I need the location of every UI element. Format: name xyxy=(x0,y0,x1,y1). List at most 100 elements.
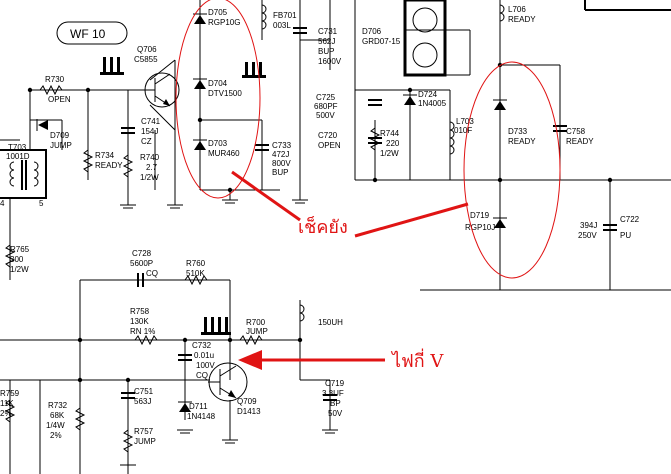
svg-text:R760: R760 xyxy=(186,259,206,268)
svg-text:R740: R740 xyxy=(140,153,160,162)
svg-text:D733: D733 xyxy=(508,127,528,136)
svg-text:D703: D703 xyxy=(208,139,228,148)
red-annotations: เช็คยัง ไฟกี่ V xyxy=(175,0,561,372)
svg-text:T703: T703 xyxy=(8,143,27,152)
svg-text:READY: READY xyxy=(508,137,536,146)
diode-symbol xyxy=(36,13,507,412)
svg-text:C758: C758 xyxy=(566,127,586,136)
svg-text:010F: 010F xyxy=(454,126,472,135)
svg-text:JUMP: JUMP xyxy=(50,141,72,150)
svg-text:D724: D724 xyxy=(418,90,438,99)
svg-text:D704: D704 xyxy=(208,79,228,88)
svg-text:68K: 68K xyxy=(50,411,65,420)
resistor-symbol xyxy=(4,84,381,453)
svg-text:100V: 100V xyxy=(196,361,215,370)
svg-text:BP: BP xyxy=(330,399,341,408)
svg-text:WF 10: WF 10 xyxy=(70,27,106,41)
svg-text:4: 4 xyxy=(0,199,5,208)
svg-text:562J: 562J xyxy=(318,37,335,46)
svg-text:PU: PU xyxy=(620,231,631,240)
svg-text:C720: C720 xyxy=(318,131,338,140)
svg-text:5: 5 xyxy=(39,199,44,208)
svg-text:130K: 130K xyxy=(130,317,149,326)
ground-symbol xyxy=(120,199,338,466)
highlight-ellipse xyxy=(175,0,261,199)
transistor-q709 xyxy=(208,362,248,402)
heatsink-symbol xyxy=(242,62,266,78)
svg-text:11K: 11K xyxy=(0,399,14,408)
svg-text:R759: R759 xyxy=(0,389,20,398)
arrow-head-icon xyxy=(238,350,262,370)
svg-text:CZ: CZ xyxy=(141,137,152,146)
svg-text:0.01u: 0.01u xyxy=(194,351,214,360)
svg-text:1N4148: 1N4148 xyxy=(187,412,216,421)
svg-text:220: 220 xyxy=(386,139,400,148)
svg-text:D706: D706 xyxy=(362,27,382,36)
svg-text:C733: C733 xyxy=(272,141,292,150)
svg-text:D1413: D1413 xyxy=(237,407,261,416)
svg-text:R758: R758 xyxy=(130,307,150,316)
svg-text:D709: D709 xyxy=(50,131,70,140)
svg-text:50V: 50V xyxy=(328,409,343,418)
hv-diode-d706 xyxy=(403,0,447,77)
svg-text:C5855: C5855 xyxy=(134,55,158,64)
svg-text:R730: R730 xyxy=(45,75,65,84)
svg-text:R734: R734 xyxy=(95,151,115,160)
svg-text:JUMP: JUMP xyxy=(246,327,268,336)
heatsink-symbol xyxy=(201,317,231,335)
svg-text:R757: R757 xyxy=(134,427,154,436)
svg-text:READY: READY xyxy=(95,161,123,170)
svg-text:680PF: 680PF xyxy=(314,102,338,111)
capacitor-symbol xyxy=(121,27,617,401)
svg-text:2%: 2% xyxy=(0,409,12,418)
svg-text:800V: 800V xyxy=(272,159,291,168)
svg-text:R744: R744 xyxy=(380,129,400,138)
svg-text:1/2W: 1/2W xyxy=(10,265,29,274)
svg-text:L706: L706 xyxy=(508,5,526,14)
svg-text:OPEN: OPEN xyxy=(318,141,341,150)
svg-text:C719: C719 xyxy=(325,379,345,388)
svg-text:C722: C722 xyxy=(620,215,640,224)
svg-text:C751: C751 xyxy=(134,387,154,396)
svg-text:300: 300 xyxy=(10,255,24,264)
svg-text:154J: 154J xyxy=(141,127,158,136)
highlight-ellipse xyxy=(463,61,561,279)
svg-text:MUR460: MUR460 xyxy=(208,149,240,158)
svg-text:1001D: 1001D xyxy=(6,152,30,161)
svg-text:RGP10G: RGP10G xyxy=(208,18,240,27)
svg-text:472J: 472J xyxy=(272,150,289,159)
svg-text:D705: D705 xyxy=(208,8,228,17)
transistor-q706 xyxy=(144,72,180,108)
svg-text:1600V: 1600V xyxy=(318,57,342,66)
svg-text:Q709: Q709 xyxy=(237,397,257,406)
svg-text:Q706: Q706 xyxy=(137,45,157,54)
svg-text:1/2W: 1/2W xyxy=(140,173,159,182)
svg-text:GRD07-15: GRD07-15 xyxy=(362,37,401,46)
svg-text:R732: R732 xyxy=(48,401,68,410)
svg-text:JUMP: JUMP xyxy=(134,437,156,446)
svg-text:C731: C731 xyxy=(318,27,338,36)
svg-text:003L: 003L xyxy=(273,21,291,30)
svg-text:1N4005: 1N4005 xyxy=(418,99,447,108)
annotation-check: เช็คยัง xyxy=(298,215,348,238)
svg-text:3.3UF: 3.3UF xyxy=(322,389,344,398)
svg-text:FB701: FB701 xyxy=(273,11,297,20)
svg-text:READY: READY xyxy=(566,137,594,146)
annotation-voltage: ไฟกี่ V xyxy=(390,348,444,372)
svg-text:RGP10J: RGP10J xyxy=(465,223,495,232)
svg-text:RN 1%: RN 1% xyxy=(130,327,155,336)
svg-text:500V: 500V xyxy=(316,111,335,120)
svg-text:CQ: CQ xyxy=(146,269,158,278)
svg-text:CQ: CQ xyxy=(196,371,208,380)
svg-text:563J: 563J xyxy=(134,397,151,406)
svg-text:5600P: 5600P xyxy=(130,259,153,268)
svg-text:BUP: BUP xyxy=(272,168,288,177)
svg-text:BUP: BUP xyxy=(318,47,334,56)
svg-text:1/4W: 1/4W xyxy=(46,421,65,430)
svg-text:C725: C725 xyxy=(316,93,336,102)
svg-text:250V: 250V xyxy=(578,231,597,240)
svg-text:C732: C732 xyxy=(192,341,212,350)
